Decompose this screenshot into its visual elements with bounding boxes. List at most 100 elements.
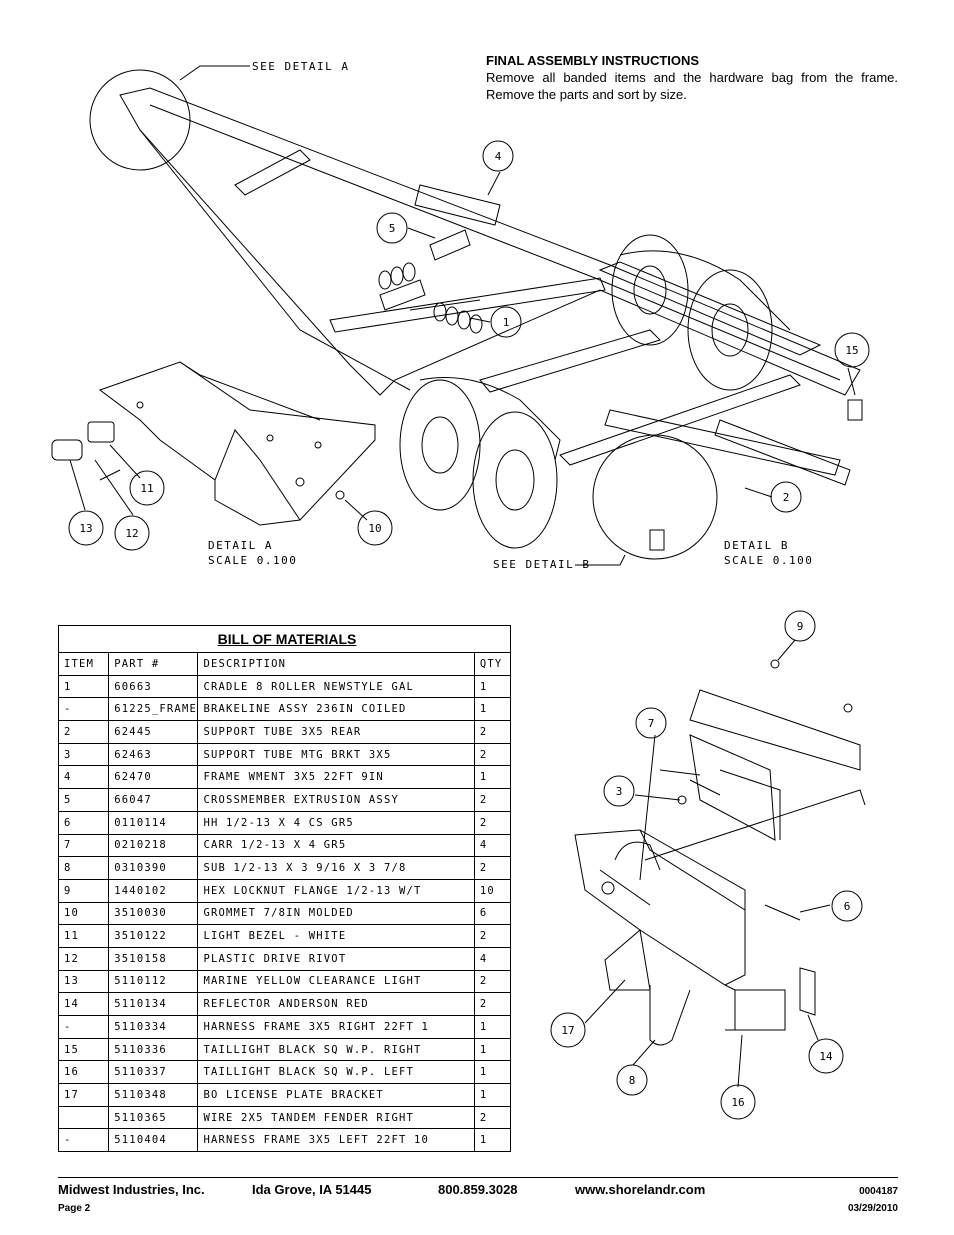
bom-cell-description: TAILLIGHT BLACK SQ W.P. RIGHT <box>197 1037 475 1062</box>
trailer-frame-drawing <box>119 87 863 551</box>
svg-text:16: 16 <box>731 1096 744 1109</box>
svg-text:5: 5 <box>389 222 396 235</box>
footer-website: www.shorelandr.com <box>575 1182 706 1197</box>
bom-cell-description: MARINE YELLOW CLEARANCE LIGHT <box>197 969 475 994</box>
svg-text:11: 11 <box>140 482 153 495</box>
bom-cell-item: 17 <box>57 1083 110 1107</box>
bom-cell-part: 62470 <box>108 765 199 790</box>
bom-cell-description: CARR 1/2-13 X 4 GR5 <box>197 833 475 858</box>
bom-cell-part: 5110112 <box>108 969 199 994</box>
footer-doc-number: 0004187 <box>859 1186 898 1197</box>
svg-text:3: 3 <box>616 785 623 798</box>
bom-cell-description: SUB 1/2-13 X 3 9/16 X 3 7/8 <box>197 856 475 880</box>
bom-cell-item: 5 <box>57 788 110 812</box>
detail-b-title: DETAIL B <box>724 539 789 552</box>
bom-cell-item: 11 <box>57 924 110 948</box>
bom-cell-item: 3 <box>57 742 110 767</box>
bom-cell-qty: 2 <box>473 720 512 744</box>
bom-cell-qty: 1 <box>473 697 512 722</box>
detail-a-fender-drawing <box>51 361 376 526</box>
balloon-12: 12 <box>114 515 150 551</box>
svg-text:7: 7 <box>648 717 655 730</box>
item-balloons: 1 2 3 4 5 6 7 8 9 10 11 12 13 14 15 16 1… <box>68 140 870 1120</box>
bom-cell-item: 9 <box>57 878 110 903</box>
bom-cell-part: 5110134 <box>108 992 199 1016</box>
bom-cell-part: 62463 <box>108 742 199 767</box>
bom-cell-description: REFLECTOR ANDERSON RED <box>197 992 475 1016</box>
balloon-13: 13 <box>68 510 104 546</box>
balloon-1: 1 <box>490 306 522 338</box>
bom-title: BILL OF MATERIALS <box>58 625 511 653</box>
footer-city: Ida Grove, IA 51445 <box>252 1182 372 1197</box>
bom-cell-part: 3510122 <box>108 924 199 948</box>
bom-cell-part: 5110336 <box>108 1037 199 1062</box>
detail-a-scale: SCALE 0.100 <box>208 554 297 567</box>
bom-cell-qty: 2 <box>473 1105 512 1130</box>
instructions-text: Remove all banded items and the hardware… <box>486 70 898 102</box>
footer-page: Page 2 <box>58 1203 91 1214</box>
bom-cell-qty: 1 <box>473 674 512 699</box>
bom-cell-description: HEX LOCKNUT FLANGE 1/2-13 W/T <box>197 878 475 903</box>
bom-cell-item <box>57 1105 110 1130</box>
roller-cradle-drawing <box>378 262 483 334</box>
final-assembly-instructions: FINAL ASSEMBLY INSTRUCTIONS Remove all b… <box>486 52 898 103</box>
balloon-5: 5 <box>376 212 408 244</box>
svg-text:15: 15 <box>845 344 858 357</box>
bom-header-qty: QTY <box>473 652 512 676</box>
bom-cell-description: GROMMET 7/8IN MOLDED <box>197 901 475 926</box>
bom-cell-part: 3510158 <box>108 946 199 971</box>
bom-cell-description: BRAKELINE ASSY 236IN COILED <box>197 697 475 722</box>
svg-text:14: 14 <box>819 1050 833 1063</box>
bom-cell-item: 14 <box>57 992 110 1016</box>
balloon-3: 3 <box>603 775 635 807</box>
balloon-7: 7 <box>635 707 667 739</box>
bom-cell-item: - <box>57 697 110 722</box>
bom-cell-description: SUPPORT TUBE MTG BRKT 3X5 <box>197 742 475 767</box>
bom-cell-qty: 2 <box>473 969 512 994</box>
instructions-title: FINAL ASSEMBLY INSTRUCTIONS <box>486 53 700 68</box>
bom-cell-qty: 4 <box>473 833 512 858</box>
bom-cell-part: 0110114 <box>108 810 199 835</box>
leader-lines <box>69 171 856 1088</box>
bom-cell-qty: 2 <box>473 810 512 835</box>
bom-cell-item: 2 <box>57 720 110 744</box>
bom-cell-qty: 2 <box>473 924 512 948</box>
bom-cell-description: HARNESS FRAME 3X5 LEFT 22FT 10 <box>197 1128 475 1153</box>
bom-cell-qty: 2 <box>473 992 512 1016</box>
bom-cell-description: PLASTIC DRIVE RIVOT <box>197 946 475 971</box>
bom-cell-part: 5110337 <box>108 1060 199 1085</box>
bom-cell-part: 5110348 <box>108 1083 199 1107</box>
detail-b-bracket-drawing <box>574 659 866 1046</box>
balloon-9: 9 <box>784 610 816 642</box>
bom-cell-description: HARNESS FRAME 3X5 RIGHT 22FT 1 <box>197 1015 475 1039</box>
balloon-15: 15 <box>834 332 870 368</box>
see-detail-b-label: SEE DETAIL B <box>493 558 590 571</box>
balloon-11: 11 <box>129 470 165 506</box>
see-detail-a-label: SEE DETAIL A <box>252 60 349 73</box>
bom-cell-part: 1440102 <box>108 878 199 903</box>
bom-cell-qty: 2 <box>473 788 512 812</box>
bom-cell-item: 10 <box>57 901 110 926</box>
bom-cell-qty: 1 <box>473 1015 512 1039</box>
bom-cell-part: 60663 <box>108 674 199 699</box>
bom-header-item: ITEM <box>57 652 110 676</box>
svg-text:1: 1 <box>503 316 510 329</box>
bom-cell-part: 62445 <box>108 720 199 744</box>
